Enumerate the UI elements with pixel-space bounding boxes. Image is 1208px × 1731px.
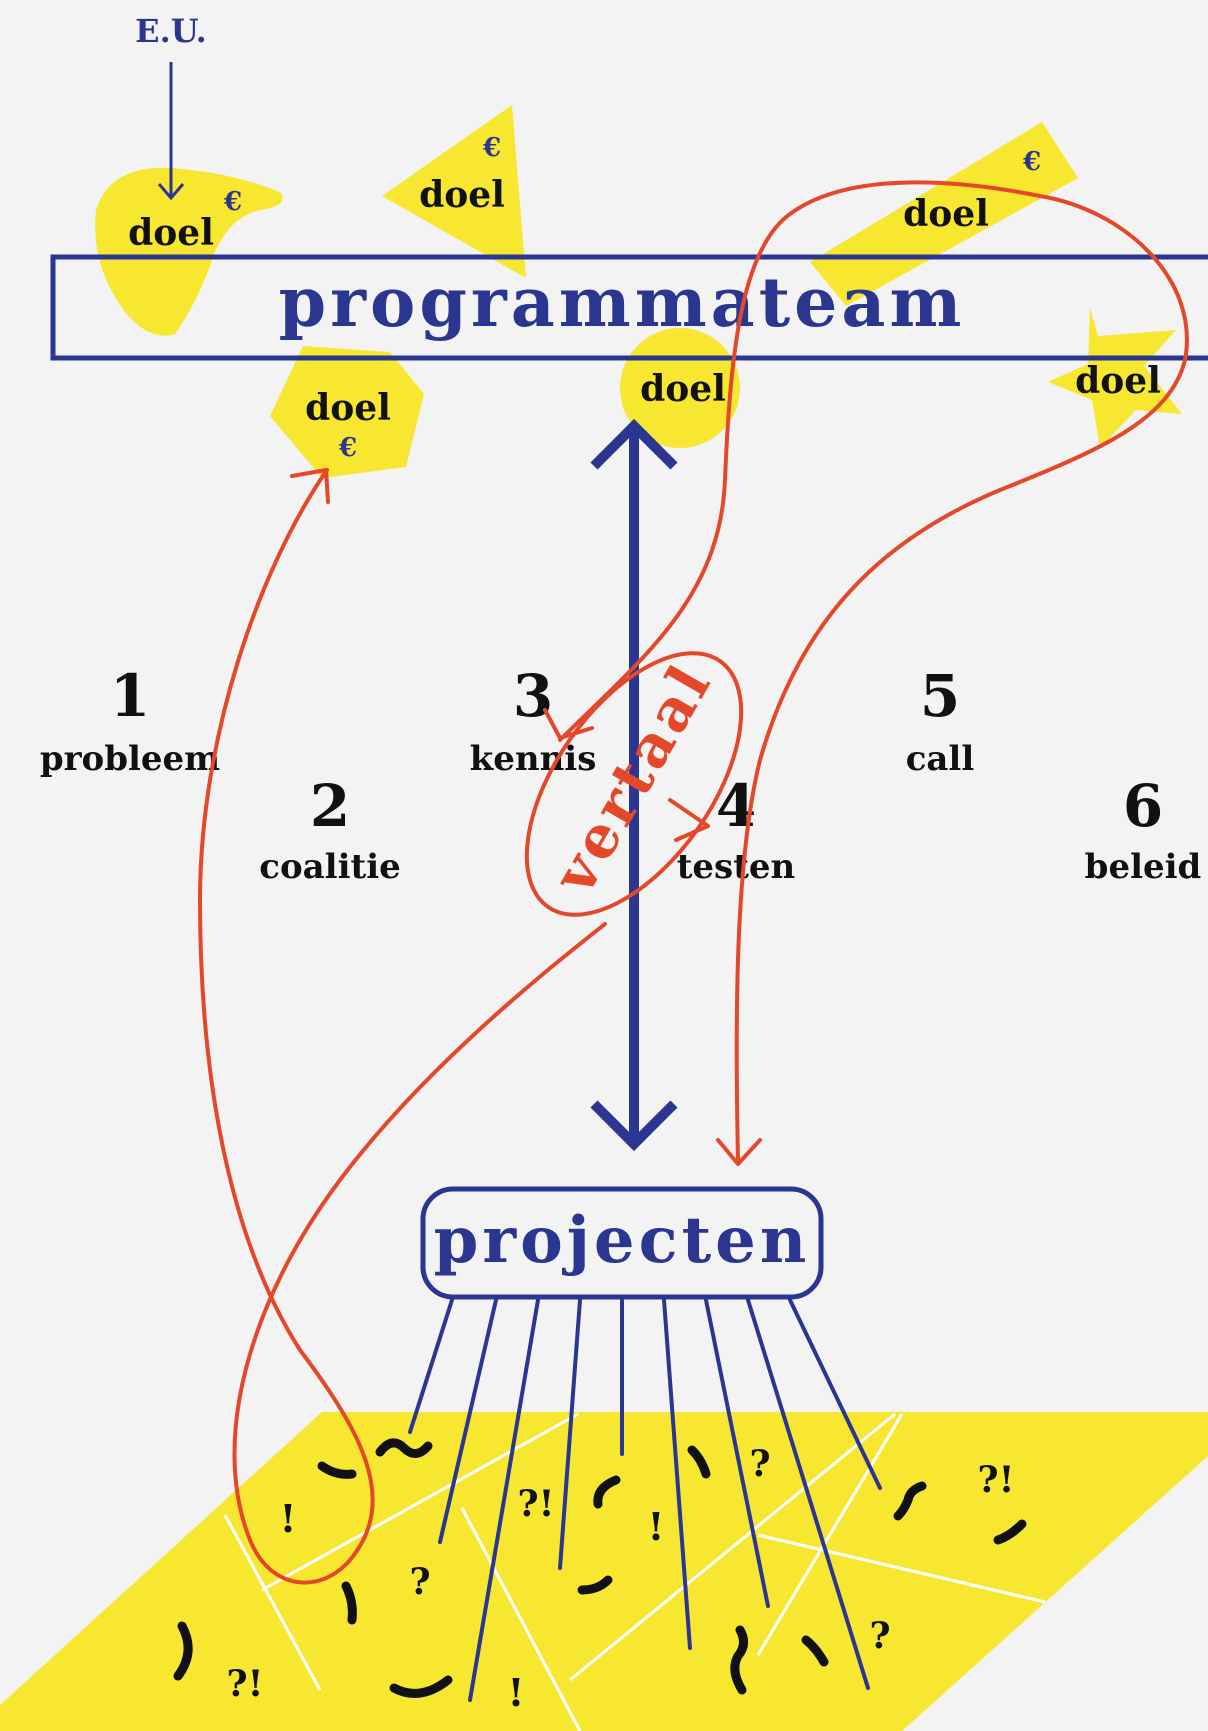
- goal-shape-parallelogram: [810, 122, 1078, 306]
- eu-label: E.U.: [135, 12, 207, 50]
- field-marks: ! ?! ? ! ? ?! ? ?! ! ?!: [227, 1443, 1015, 1715]
- fragment: [730, 1625, 748, 1695]
- project-ray: [558, 1298, 582, 1570]
- fragment: [593, 1475, 621, 1509]
- projecten-label: projecten: [434, 1203, 811, 1278]
- step-label: testen: [677, 847, 796, 887]
- eu-arrow: [157, 62, 185, 201]
- goal-labels: doel € doel € doel € doel € doel doel: [128, 133, 1161, 463]
- flow-arrowhead: [290, 468, 330, 504]
- step-number: 2: [310, 772, 350, 840]
- step-label: kennis: [470, 739, 597, 779]
- project-ray: [746, 1298, 870, 1690]
- project-rays: [408, 1298, 882, 1702]
- project-ray: [788, 1298, 882, 1490]
- project-ray: [408, 1298, 454, 1434]
- euro-sign: €: [338, 433, 357, 463]
- fragment: [173, 1621, 193, 1681]
- step-number: 3: [513, 662, 553, 730]
- step-label: probleem: [40, 739, 220, 779]
- red-flow: [198, 180, 1189, 1585]
- step-number: 6: [1123, 772, 1163, 840]
- goal-shape-blob: [95, 167, 283, 336]
- goal-label: doel: [128, 212, 214, 254]
- project-ray: [662, 1298, 692, 1650]
- field-surface: [0, 1412, 1208, 1731]
- fragment: [993, 1519, 1027, 1545]
- field-mark: !: [280, 1496, 297, 1541]
- fragment: [893, 1481, 927, 1521]
- goal-label: doel: [640, 368, 726, 410]
- flow-arrowhead: [716, 1138, 762, 1166]
- step-number: 1: [110, 662, 150, 730]
- goal-shapes: [95, 105, 1182, 478]
- goal-label: doel: [305, 387, 391, 429]
- flow-line-right: [558, 180, 1189, 1162]
- step-label: call: [906, 739, 975, 779]
- fragment: [341, 1581, 357, 1625]
- field-mark: !: [648, 1504, 665, 1549]
- field-mark: ?: [409, 1561, 430, 1603]
- goal-label: doel: [903, 193, 989, 235]
- fragment: [801, 1635, 829, 1667]
- goal-label: doel: [419, 174, 505, 216]
- field-mark: !: [508, 1670, 525, 1715]
- field-grid: [223, 1412, 1046, 1731]
- step-label: coalitie: [259, 847, 401, 887]
- fragment: [317, 1461, 357, 1479]
- goal-label: doel: [1075, 360, 1161, 402]
- vertical-double-arrow: [590, 418, 678, 1152]
- programmateam-label: programmateam: [279, 263, 966, 343]
- step-number: 5: [920, 662, 960, 730]
- projecten-box: [420, 1186, 824, 1300]
- project-ray: [468, 1298, 540, 1702]
- flow-arrowhead: [668, 798, 710, 842]
- flow-arrowhead: [543, 708, 594, 740]
- flow-line-left: [198, 468, 607, 1585]
- fragment: [687, 1445, 711, 1479]
- project-ray: [704, 1298, 770, 1608]
- field-mark: ?!: [227, 1663, 264, 1705]
- field-mark: ?!: [978, 1459, 1015, 1501]
- euro-sign: €: [482, 133, 501, 163]
- field-mark: ?!: [518, 1483, 555, 1525]
- euro-sign: €: [1022, 147, 1041, 177]
- fragment: [389, 1675, 453, 1698]
- goal-shape-pentagon: [270, 346, 424, 478]
- programmateam-box: [50, 254, 1208, 361]
- field-mark: ?: [749, 1443, 770, 1485]
- fragment: [375, 1438, 433, 1458]
- fragment: [577, 1575, 613, 1595]
- goal-shape-star: [1048, 308, 1182, 448]
- goal-shape-triangle: [382, 105, 526, 278]
- field-fragments: [173, 1438, 1027, 1698]
- step-label: beleid: [1085, 847, 1202, 887]
- project-ray: [438, 1298, 498, 1544]
- field-mark: ?: [869, 1615, 890, 1657]
- euro-sign: €: [223, 187, 242, 217]
